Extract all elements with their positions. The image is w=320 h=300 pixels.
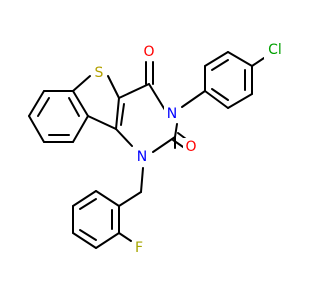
bond bbox=[28, 115, 45, 143]
bond bbox=[118, 191, 142, 207]
bond bbox=[115, 128, 133, 147]
bond bbox=[72, 190, 97, 207]
bond bbox=[227, 93, 253, 109]
bond bbox=[68, 97, 80, 117]
bond bbox=[251, 57, 265, 67]
bond bbox=[204, 90, 229, 109]
atom-cl-label: Cl bbox=[268, 42, 282, 58]
bond bbox=[95, 232, 120, 249]
bond bbox=[72, 232, 97, 249]
bond bbox=[227, 51, 253, 67]
bond bbox=[118, 83, 150, 99]
bond bbox=[28, 90, 45, 117]
atom-oxygen-top: O bbox=[141, 43, 157, 61]
bond bbox=[79, 198, 97, 210]
atom-oxygen-right: O bbox=[183, 138, 199, 156]
bond bbox=[37, 97, 50, 117]
atom-o-top-label: O bbox=[143, 44, 154, 60]
atom-labels: S O O N N Cl F bbox=[91, 41, 286, 257]
bond bbox=[140, 167, 144, 193]
bond bbox=[174, 123, 178, 138]
bond bbox=[79, 229, 97, 241]
bond bbox=[211, 59, 229, 71]
bond bbox=[148, 83, 166, 111]
atom-chlorine: Cl bbox=[264, 41, 286, 59]
bond bbox=[95, 190, 120, 207]
atom-f-label: F bbox=[135, 240, 143, 256]
bond bbox=[115, 97, 120, 130]
bond bbox=[72, 115, 89, 143]
bond bbox=[152, 136, 176, 153]
atom-nitrogen-1: N bbox=[134, 148, 150, 166]
atom-sulfur: S bbox=[91, 64, 107, 82]
bond bbox=[204, 51, 229, 67]
bond bbox=[72, 75, 91, 92]
bond bbox=[181, 90, 206, 108]
atom-fluorine: F bbox=[132, 239, 146, 257]
bond bbox=[120, 103, 125, 126]
bond bbox=[87, 115, 117, 130]
molecule-structure-diagram: S O O N N Cl F bbox=[28, 41, 286, 257]
bond bbox=[118, 232, 132, 242]
atom-s-label: S bbox=[95, 65, 104, 81]
atom-o-right-label: O bbox=[185, 139, 196, 155]
atom-n3-label: N bbox=[167, 106, 177, 122]
bond bbox=[211, 88, 229, 101]
bond bbox=[107, 75, 120, 99]
atom-nitrogen-3: N bbox=[164, 105, 180, 123]
bond bbox=[72, 90, 89, 117]
atom-n1-label: N bbox=[137, 149, 147, 165]
